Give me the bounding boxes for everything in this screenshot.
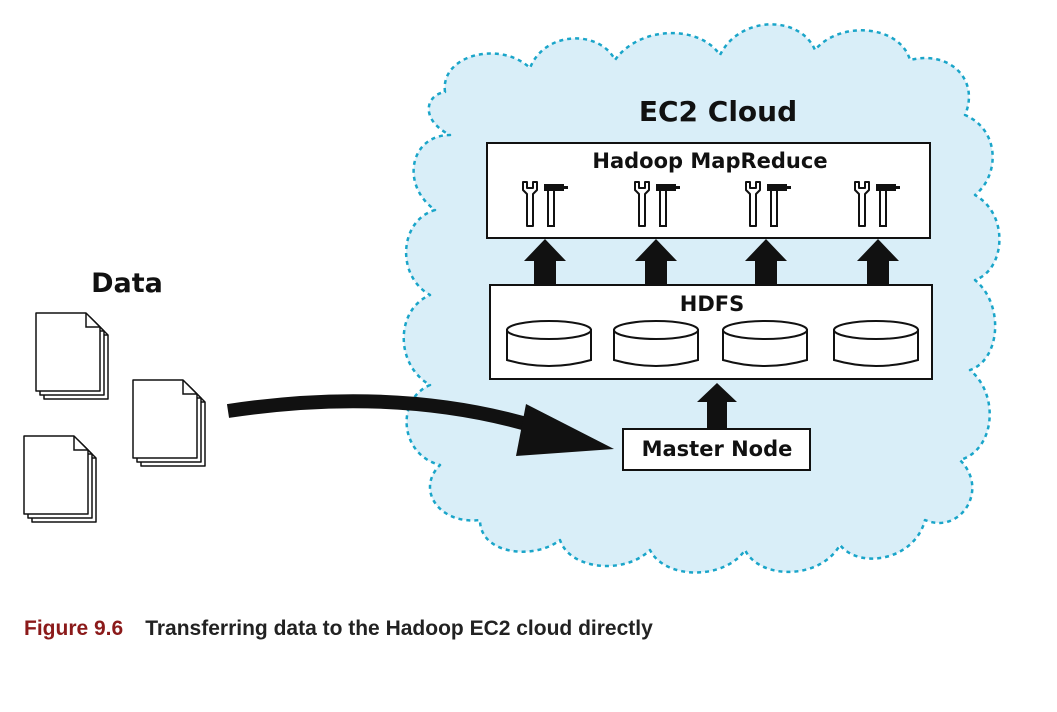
hdfs-label: HDFS xyxy=(680,292,744,316)
transfer-arrow-head xyxy=(516,404,614,456)
cloud-title: EC2 Cloud xyxy=(639,95,797,128)
hdfs-disks xyxy=(506,320,919,367)
disk-cylinder-icon xyxy=(506,320,592,367)
up-arrow xyxy=(745,239,787,284)
data-label: Data xyxy=(91,268,163,299)
document-stack-icon xyxy=(35,312,109,400)
data-documents xyxy=(23,312,206,523)
transfer-arrow-body xyxy=(226,394,543,435)
document-stack-icon xyxy=(23,435,97,523)
figure-number: Figure 9.6 xyxy=(24,617,124,640)
up-arrow xyxy=(635,239,677,284)
wrench-hammer-icon xyxy=(854,181,900,227)
up-arrow xyxy=(524,239,566,284)
disk-cylinder-icon xyxy=(613,320,699,367)
mapreduce-tools xyxy=(522,181,900,227)
disk-cylinder-icon xyxy=(722,320,808,367)
master-node-box xyxy=(622,428,811,471)
mapreduce-label: Hadoop MapReduce xyxy=(592,149,827,173)
hdfs-to-mapreduce-arrows xyxy=(524,239,899,284)
figure-caption: Figure 9.6 Transferring data to the Hadoo… xyxy=(24,617,653,641)
up-arrow xyxy=(857,239,899,284)
master-node-label: Master Node xyxy=(642,437,793,461)
master-to-hdfs-arrow xyxy=(697,383,737,428)
figure-title: Transferring data to the Hadoop EC2 clou… xyxy=(145,617,653,640)
wrench-hammer-icon xyxy=(522,181,568,227)
wrench-hammer-icon xyxy=(634,181,680,227)
wrench-hammer-icon xyxy=(745,181,791,227)
disk-cylinder-icon xyxy=(833,320,919,367)
document-stack-icon xyxy=(132,379,206,467)
